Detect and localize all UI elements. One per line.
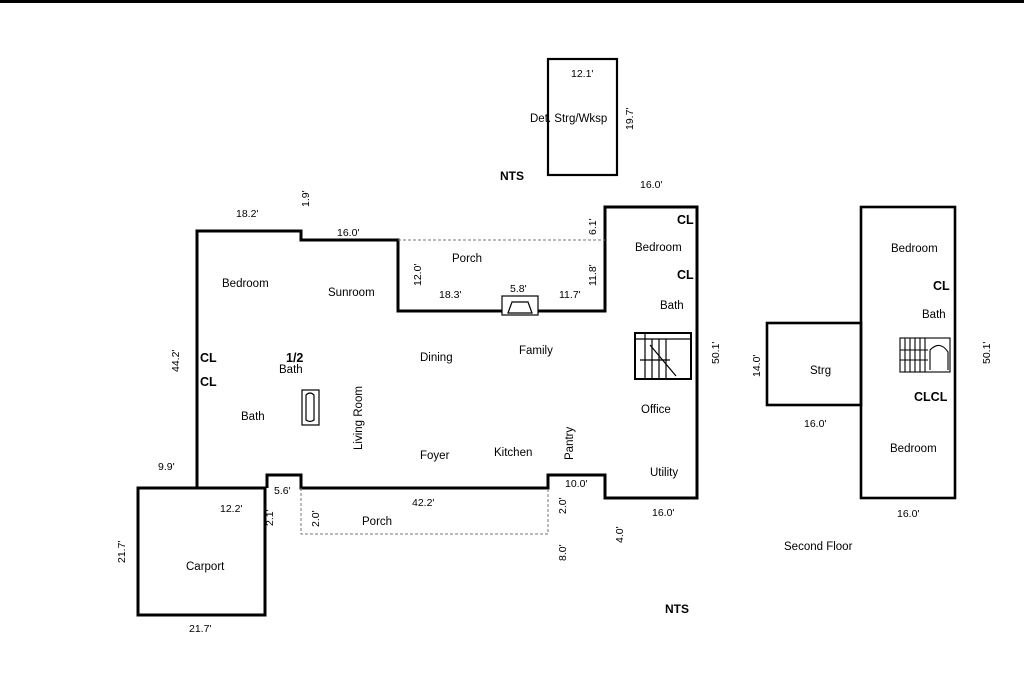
- dim-step-5-6: 5.6': [274, 485, 291, 497]
- stairs-treads: [635, 333, 691, 379]
- dim-step-4-0: 4.0': [614, 526, 626, 543]
- dim-det-width: 12.1': [571, 68, 593, 80]
- half-bath-label-2: Bath: [279, 364, 303, 376]
- dim-carport-12-2: 12.2': [220, 503, 242, 515]
- bedroom-right-label: Bedroom: [635, 242, 682, 254]
- utility-label: Utility: [650, 467, 678, 479]
- dim-porch-2-0-right: 2.0': [557, 497, 569, 514]
- dim-porch-8-0: 8.0': [557, 544, 569, 561]
- top-border: [0, 0, 1024, 3]
- dim-porch-2-0-left: 2.0': [310, 510, 322, 527]
- family-label: Family: [519, 345, 553, 357]
- porch-bottom-label: Porch: [362, 516, 392, 528]
- closet-left-1: CL: [200, 351, 217, 365]
- nts-bottom: NTS: [665, 602, 689, 616]
- closet-second-1: CL: [933, 279, 950, 293]
- dim-strg-width: 16.0': [804, 418, 826, 430]
- bath-right-label: Bath: [660, 300, 684, 312]
- dim-step-2-1: 2.1': [264, 509, 276, 526]
- second-floor-bedroom-top-label: Bedroom: [891, 243, 938, 255]
- sunroom-label: Sunroom: [328, 287, 375, 299]
- porch-bottom-outline: [300, 488, 549, 535]
- dining-label: Dining: [420, 352, 453, 364]
- dim-porch-11-7: 11.7': [559, 289, 581, 301]
- dim-porch-depth-left: 12.0': [412, 264, 424, 286]
- detached-storage-outline: [546, 57, 619, 177]
- dim-second-depth: 50.1': [981, 342, 993, 364]
- dim-det-height: 19.7': [624, 108, 636, 130]
- office-label: Office: [641, 404, 671, 416]
- closet-second-2: CLCL: [914, 390, 948, 404]
- closet-right-2: CL: [677, 268, 694, 282]
- dim-carport-depth: 21.7': [116, 541, 128, 563]
- dim-bottom-right-width: 16.0': [652, 507, 674, 519]
- dim-porch-5-8: 5.8': [510, 283, 527, 295]
- dim-strg-depth: 14.0': [751, 355, 763, 377]
- second-floor-strg-outline: [765, 321, 863, 407]
- foyer-label: Foyer: [420, 450, 450, 462]
- det-strg-label: Det. Strg/Wksp: [530, 113, 607, 125]
- half-bath-label-1: 1/2: [286, 351, 303, 365]
- nts-top: NTS: [500, 169, 524, 183]
- dim-porch-bottom-width: 42.2': [412, 497, 434, 509]
- dim-sunroom-width: 16.0': [337, 227, 359, 239]
- bath-left-label: Bath: [241, 411, 265, 423]
- porch-top-label: Porch: [452, 253, 482, 265]
- closet-left-2: CL: [200, 375, 217, 389]
- dim-right-depth: 50.1': [710, 342, 722, 364]
- second-floor-caption: Second Floor: [784, 541, 853, 553]
- dim-left-offset-9-9: 9.9': [158, 461, 175, 473]
- bathtub: [301, 389, 320, 426]
- dim-second-width: 16.0': [897, 508, 919, 520]
- dim-carport-width: 21.7': [189, 623, 211, 635]
- dim-porch-6-1: 6.1': [587, 218, 599, 235]
- living-room-label: Living Room: [353, 386, 365, 450]
- second-floor-strg-label: Strg: [810, 365, 831, 377]
- main-house-wall-right-wing: [265, 205, 699, 500]
- dim-porch-18-3: 18.3': [439, 289, 461, 301]
- stairs-main: [634, 332, 692, 380]
- dim-top-left-width: 18.2': [236, 208, 258, 220]
- fireplace: [501, 295, 539, 316]
- dim-left-depth: 44.2': [170, 350, 182, 372]
- fireplace-hearth: [507, 301, 533, 314]
- second-floor-stairs: [899, 337, 951, 373]
- bathtub-basin: [305, 392, 315, 423]
- dim-porch-depth-right: 11.8': [587, 264, 599, 286]
- dim-top-right-width: 16.0': [640, 179, 662, 191]
- main-house-wall-top-left: [195, 229, 502, 488]
- pantry-label: Pantry: [564, 427, 576, 460]
- bedroom-left-label: Bedroom: [222, 278, 269, 290]
- second-floor-bedroom-bottom-label: Bedroom: [890, 443, 937, 455]
- carport-label: Carport: [186, 561, 225, 573]
- kitchen-label: Kitchen: [494, 447, 532, 459]
- dim-step-10-0: 10.0': [565, 478, 587, 490]
- second-floor-bath-label: Bath: [922, 309, 946, 321]
- dim-step-1-9: 1.9': [300, 190, 312, 207]
- carport-outline: [136, 486, 267, 617]
- closet-right-1: CL: [677, 213, 694, 227]
